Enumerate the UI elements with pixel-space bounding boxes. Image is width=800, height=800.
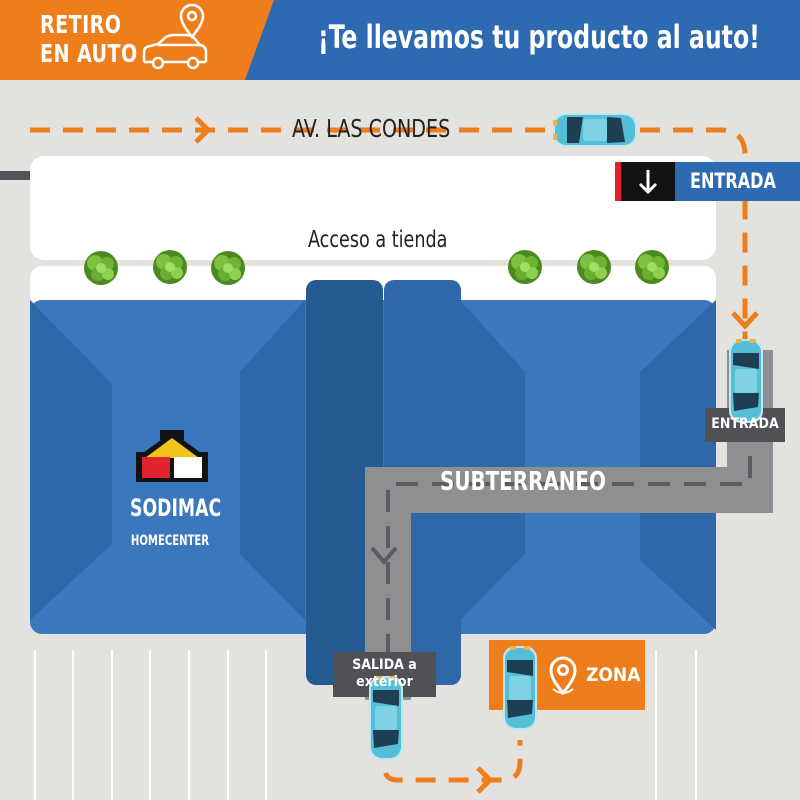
tree-icon [84, 251, 118, 285]
route-exit [382, 740, 523, 783]
road-avenue [0, 80, 800, 150]
underground-label: SUBTERRANEO [440, 467, 606, 497]
tree-icon [211, 251, 245, 285]
pickup-zone-label: ZONA [586, 664, 641, 686]
badge-line-1: RETIRO [40, 10, 122, 39]
store-access-label: Acceso a tienda [308, 227, 448, 253]
location-pin-icon [549, 656, 577, 696]
car-icon [142, 33, 208, 70]
tree-icon [577, 250, 611, 284]
location-pin-icon [179, 3, 205, 40]
store-building [30, 280, 716, 685]
car-icon [729, 339, 763, 423]
brand-subtitle: HOMECENTER [130, 533, 210, 549]
route-arrow-right-bottom [476, 766, 494, 794]
arrow-down-icon [638, 170, 658, 195]
header-slogan: ¡Te llevamos tu producto al auto! [318, 18, 760, 56]
route-arrow-right [194, 116, 212, 144]
arrow-down-icon [370, 546, 398, 566]
entrance-banner-red [615, 162, 621, 201]
house-logo-icon [136, 430, 208, 482]
route-to-entrance [640, 127, 748, 350]
car-icon [503, 646, 537, 730]
road-label: AV. LAS CONDES [292, 114, 451, 143]
brand-name: SODIMAC [130, 494, 222, 522]
tree-icon [635, 250, 669, 284]
parking-stripes [34, 650, 697, 800]
exit-label-line-2: exterior [356, 674, 413, 690]
tree-icon [508, 250, 542, 284]
car-icon [553, 113, 637, 147]
exit-label: SALIDA a exterior [333, 657, 436, 691]
access-band [30, 156, 716, 260]
route-arrow-down [731, 311, 759, 330]
header-badge-bg [0, 0, 274, 80]
entrance-banner [675, 162, 800, 201]
badge-line-2: EN AUTO [40, 39, 138, 68]
underground-dashes [386, 420, 752, 680]
exit-label-line-1: SALIDA a [352, 657, 417, 673]
underground-entrance-label: ENTRADA [711, 416, 779, 432]
tree-icon [153, 250, 187, 284]
entrance-banner-label: ENTRADA [690, 169, 776, 193]
